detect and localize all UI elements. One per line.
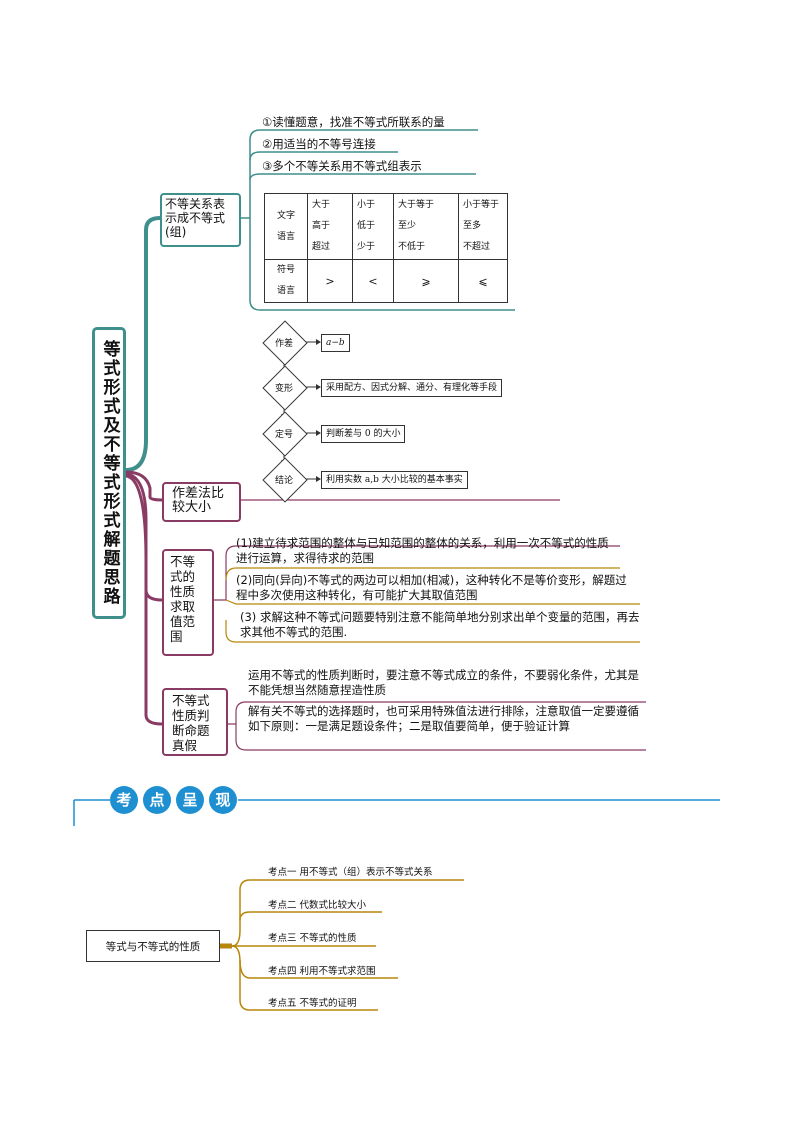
table-cell-text: 小于等于 <box>463 200 500 210</box>
table-cell-text: 不低于 <box>398 242 426 252</box>
branch4-node: 不等式性质判断命题真假 <box>162 688 228 756</box>
branch4-item-1: 运用不等式的性质判断时，要注意不等式成立的条件，不要弱化条件，尤其是不能凭想当然… <box>248 668 639 697</box>
section2-root-label: 等式与不等式的性质 <box>105 940 201 953</box>
section-char-3: 呈 <box>176 786 204 814</box>
flow-step-1: 作差 <box>274 339 293 349</box>
section-char-2: 点 <box>143 786 171 814</box>
branch2-node: 作差法比较大小 <box>162 482 241 522</box>
table-cell-text: 超过 <box>312 242 331 252</box>
flow-desc-2: 采用配方、因式分解、通分、有理化等手段 <box>321 379 503 397</box>
branch2-label: 作差法比较大小 <box>172 486 225 515</box>
table-cell-text: 大于 <box>312 200 331 210</box>
flow-step-4: 结论 <box>274 476 293 486</box>
table-header-word-line1: 文字 <box>276 210 295 221</box>
branch1-node: 不等关系表示成不等式(组) <box>160 193 241 247</box>
table-cell-greater: 大于 高于 超过 <box>307 193 353 260</box>
flow-desc-4: 利用实数 a,b 大小比较的基本事实 <box>321 471 468 489</box>
branch3-item-2: (2)同向(异向)不等式的两边可以相加(相减)，这种转化不是等价变形，解题过程中… <box>236 573 627 602</box>
table-header-symbols: 符号 语言 <box>264 259 308 303</box>
table-cell-text: 至少 <box>398 221 417 231</box>
table-cell-text: 小于 <box>357 200 376 210</box>
table-header-words: 文字 语言 <box>264 193 308 260</box>
table-header-word-line2: 语言 <box>276 231 295 242</box>
table-cell-text: 大于等于 <box>398 200 435 210</box>
root-title: 等式形式及不等式形式解题思路 <box>99 340 120 606</box>
branch1-label: 不等关系表示成不等式(组) <box>165 197 226 239</box>
inequality-word-symbol-table: 文字 语言 大于 高于 超过 小于 低于 少于 大于等于 至少 不低于 小于等于… <box>264 193 508 303</box>
flow-desc-3: 判断差与 0 的大小 <box>321 425 406 443</box>
kaodian-3: 考点三 不等式的性质 <box>268 933 357 944</box>
section-char-1: 考 <box>110 786 138 814</box>
flow-step-2: 变形 <box>274 384 293 394</box>
table-cell-text: 低于 <box>357 221 376 231</box>
flow-desc-1: a−b <box>321 334 350 352</box>
table-header-symbol-line1: 符号 <box>276 265 295 275</box>
flow-step-3: 定号 <box>274 430 293 440</box>
branch1-step-3: ③多个不等关系用不等式组表示 <box>262 159 422 173</box>
table-cell-less-equal: 小于等于 至多 不超过 <box>458 193 508 260</box>
symbol-less: < <box>352 259 394 303</box>
symbol-less-equal: ⩽ <box>458 259 508 303</box>
table-cell-text: 高于 <box>312 221 331 231</box>
branch3-label: 不等式的性质求取值范围 <box>170 554 196 644</box>
table-header-symbol-line2: 语言 <box>276 286 295 296</box>
kaodian-5: 考点五 不等式的证明 <box>268 998 357 1009</box>
table-cell-text: 至多 <box>463 221 482 231</box>
root-node: 等式形式及不等式形式解题思路 <box>92 327 126 619</box>
branch4-label: 不等式性质判断命题真假 <box>172 693 210 753</box>
kaodian-1: 考点一 用不等式（组）表示不等式关系 <box>268 867 433 878</box>
symbol-greater-equal: ⩾ <box>393 259 459 303</box>
branch3-node: 不等式的性质求取值范围 <box>162 549 214 656</box>
table-cell-text: 少于 <box>357 242 376 252</box>
branch3-item-1: (1)建立待求范围的整体与已知范围的整体的关系，利用一次不等式的性质进行运算，求… <box>236 536 609 565</box>
branch1-step-2: ②用适当的不等号连接 <box>262 137 376 151</box>
branch3-item-3: (3) 求解这种不等式问题要特别注意不能简单地分别求出单个变量的范围，再去求其他… <box>240 610 640 639</box>
section-char-4: 现 <box>209 786 237 814</box>
symbol-greater: > <box>307 259 353 303</box>
kaodian-4: 考点四 利用不等式求范围 <box>268 966 376 977</box>
table-cell-greater-equal: 大于等于 至少 不低于 <box>393 193 459 260</box>
table-cell-text: 不超过 <box>463 242 491 252</box>
table-cell-less: 小于 低于 少于 <box>352 193 394 260</box>
branch1-step-1: ①读懂题意，找准不等式所联系的量 <box>262 115 445 129</box>
kaodian-2: 考点二 代数式比较大小 <box>268 900 367 911</box>
section2-root-node: 等式与不等式的性质 <box>86 930 220 962</box>
branch4-item-2: 解有关不等式的选择题时，也可采用特殊值法进行排除，注意取值一定要遵循如下原则：一… <box>248 704 639 733</box>
